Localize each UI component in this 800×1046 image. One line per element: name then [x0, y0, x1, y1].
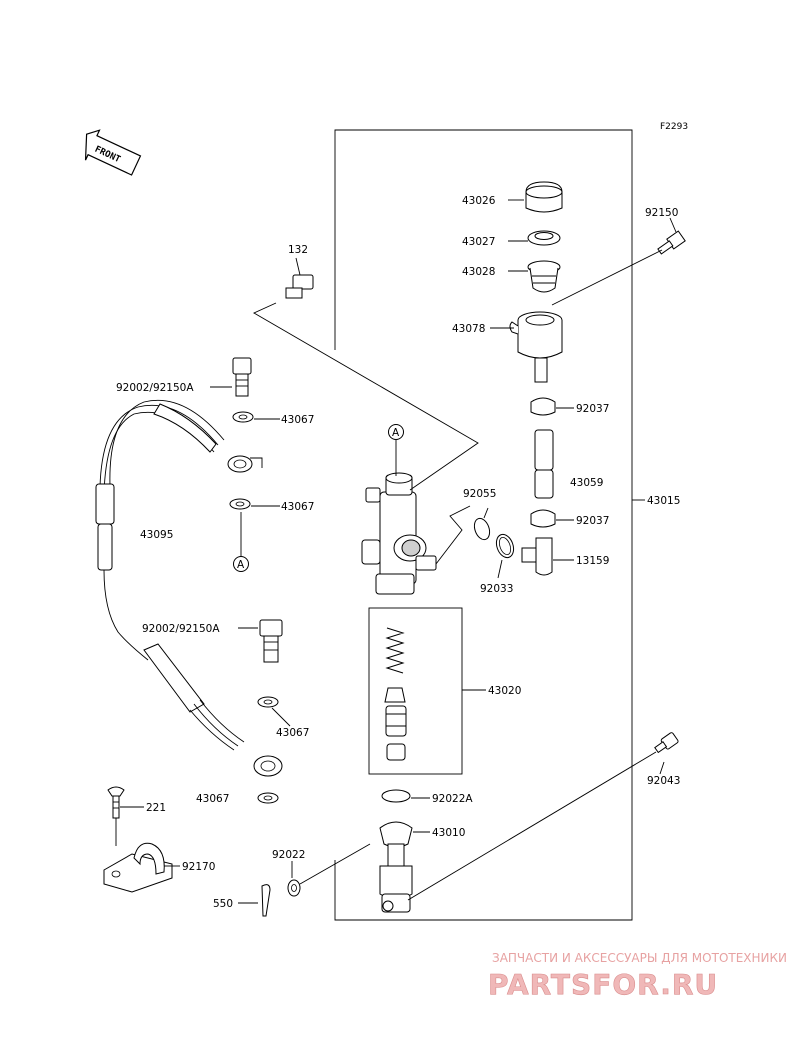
- label-92043: 92043: [647, 775, 680, 787]
- label-43095: 43095: [140, 529, 173, 541]
- washer-43067-1[interactable]: [232, 411, 254, 423]
- cotter-pin-550[interactable]: [261, 884, 271, 917]
- clamp-92170[interactable]: [103, 842, 173, 893]
- fitting-13159[interactable]: [521, 537, 553, 576]
- watermark-brand: PARTSFOR.RU: [488, 968, 718, 1001]
- callout-a-left: A: [233, 512, 249, 572]
- washer-92022[interactable]: [287, 879, 301, 897]
- label-43078: 43078: [452, 323, 485, 335]
- banjo-bolt-top[interactable]: [232, 357, 252, 397]
- label-92055: 92055: [463, 488, 496, 500]
- hose-43059[interactable]: [534, 429, 554, 499]
- label-92037-2: 92037: [576, 515, 609, 527]
- label-92002-bottom: 92002/92150A: [142, 623, 220, 635]
- bolt-132[interactable]: [285, 274, 314, 299]
- label-43015: 43015: [647, 495, 680, 507]
- screw-221[interactable]: [107, 786, 125, 846]
- callout-a-top: A: [388, 424, 404, 476]
- washer-43067-3[interactable]: [257, 696, 279, 708]
- svg-text:A: A: [237, 559, 245, 571]
- master-cylinder-body[interactable]: [361, 472, 437, 595]
- washer-43067-2[interactable]: [229, 498, 251, 510]
- watermark-tagline: ЗАПЧАСТИ И АКСЕССУАРЫ ДЛЯ МОТОТЕХНИКИ: [492, 951, 787, 965]
- label-43067-3: 43067: [276, 727, 309, 739]
- assembly-bracket: [334, 129, 645, 921]
- label-43067-4: 43067: [196, 793, 229, 805]
- svg-text:A: A: [392, 427, 400, 439]
- label-92022a: 92022A: [432, 793, 473, 805]
- label-132: 132: [288, 244, 308, 256]
- brake-hose-43095[interactable]: [95, 399, 283, 777]
- bolt-92150[interactable]: [656, 230, 686, 256]
- front-arrow-icon: FRONT: [84, 129, 142, 176]
- label-43028: 43028: [462, 266, 495, 278]
- reservoir-cap-43026[interactable]: [525, 181, 563, 213]
- reservoir-43078[interactable]: [509, 311, 563, 383]
- diaphragm-43028[interactable]: [527, 260, 561, 293]
- label-92150: 92150: [645, 207, 678, 219]
- label-43059: 43059: [570, 477, 603, 489]
- push-rod-43010[interactable]: [379, 821, 413, 913]
- pin-92043[interactable]: [653, 732, 679, 755]
- label-221: 221: [146, 802, 166, 814]
- label-13159: 13159: [576, 555, 609, 567]
- label-92033: 92033: [480, 583, 513, 595]
- label-43026: 43026: [462, 195, 496, 207]
- label-43010: 43010: [432, 827, 465, 839]
- plate-43027[interactable]: [527, 230, 561, 246]
- washer-43067-4[interactable]: [257, 792, 279, 804]
- circlip-92022a[interactable]: [381, 789, 411, 803]
- banjo-bolt-bottom[interactable]: [259, 619, 283, 663]
- label-92022: 92022: [272, 849, 305, 861]
- label-43020: 43020: [488, 685, 521, 697]
- label-43067-2: 43067: [281, 501, 314, 513]
- piston-kit-43020[interactable]: [368, 607, 463, 775]
- label-43027: 43027: [462, 236, 495, 248]
- figure-code: F2293: [660, 122, 688, 132]
- clamp-92037-top[interactable]: [530, 397, 556, 416]
- o-ring-92055[interactable]: [472, 516, 493, 541]
- circlip-92033[interactable]: [493, 532, 516, 560]
- label-92002-top: 92002/92150A: [116, 382, 194, 394]
- label-43067-1: 43067: [281, 414, 314, 426]
- label-550: 550: [213, 898, 233, 910]
- clamp-92037-bottom[interactable]: [530, 509, 556, 528]
- label-92170: 92170: [182, 861, 215, 873]
- label-92037-1: 92037: [576, 403, 609, 415]
